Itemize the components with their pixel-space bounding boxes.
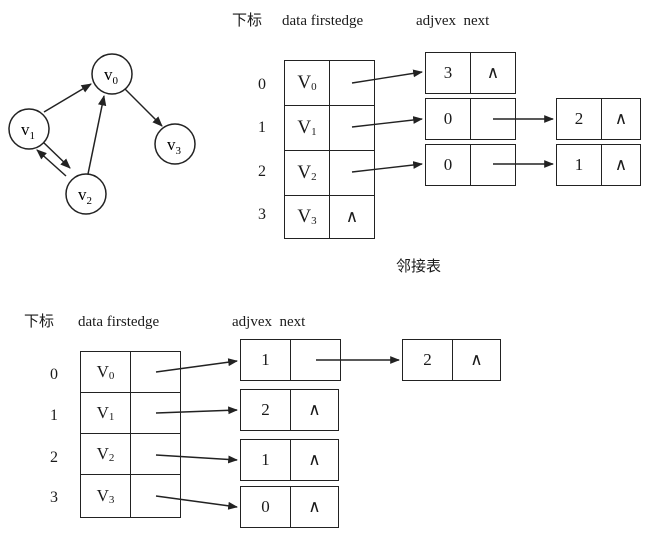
svg-text:v0: v0 [104, 65, 119, 87]
node-v1: v1 [8, 108, 50, 150]
svg-text:v2: v2 [78, 185, 92, 207]
adj-header-edge-fields: adjvex next [416, 13, 490, 29]
node-v3: v3 [154, 123, 196, 165]
edge-v1-v0 [43, 83, 92, 113]
adj-index-2: 2 [258, 163, 266, 180]
inv-edge-node-2-0-next: ∧ [290, 439, 339, 481]
adj-header-fields: data firstedge [282, 13, 364, 29]
adj-pointer-1 [351, 116, 423, 128]
adj-edge-node-2-1-adjvex: 1 [556, 144, 602, 186]
inv-index-3: 3 [50, 489, 58, 506]
inv-pointer-2 [155, 454, 238, 464]
adj-firstedge-1 [329, 105, 375, 151]
edge-v0-v3 [122, 86, 163, 127]
inv-index-1: 1 [50, 407, 58, 424]
adj-caption: 邻接表 [396, 259, 442, 275]
adj-firstedge-2 [329, 150, 375, 196]
adj-edge-node-2-0-adjvex: 0 [425, 144, 471, 186]
adj-pointer-0 [351, 69, 423, 84]
inv-firstedge-3 [130, 474, 181, 518]
edge-v2-v1 [36, 149, 67, 177]
edge-v1-v2 [42, 141, 71, 169]
adj-edge-node-2-1-next: ∧ [601, 144, 641, 186]
inv-pointer-0 [155, 358, 238, 373]
inv-edge-node-0-1-adjvex: 2 [402, 339, 453, 381]
inv-edge-node-1-0-next: ∧ [290, 389, 339, 431]
adj-edge-node-1-1-next: ∧ [601, 98, 641, 140]
adj-header-index: 下标 [232, 13, 263, 29]
inv-edge-node-3-0-adjvex: 0 [240, 486, 291, 528]
inv-pointer-3 [155, 495, 238, 510]
adj-index-1: 1 [258, 119, 266, 136]
inv-header-edge-fields: adjvex next [232, 314, 306, 330]
inv-header-index: 下标 [24, 314, 55, 330]
node-v2: v2 [65, 173, 107, 215]
adj-index-3: 3 [258, 206, 266, 223]
inv-edge-node-0-0-next [290, 339, 341, 381]
adj-edge-node-1-0-adjvex: 0 [425, 98, 471, 140]
inv-index-0: 0 [50, 366, 58, 383]
adj-firstedge-3: ∧ [329, 195, 375, 239]
adj-index-0: 0 [258, 76, 266, 93]
inv-header-fields: data firstedge [78, 314, 160, 330]
inv-index-2: 2 [50, 449, 58, 466]
svg-text:v3: v3 [167, 135, 182, 157]
inv-edge-node-3-0-next: ∧ [290, 486, 339, 528]
adj-edge-node-1-1-adjvex: 2 [556, 98, 602, 140]
inv-edge-node-2-0-adjvex: 1 [240, 439, 291, 481]
node-v0: v0 [91, 53, 133, 95]
adj-edge-node-0-0-adjvex: 3 [425, 52, 471, 94]
adj-pointer-2 [351, 161, 423, 173]
inv-edge-node-0-1-next: ∧ [452, 339, 501, 381]
edge-v2-v0 [87, 94, 107, 175]
inv-pointer-1 [155, 406, 238, 415]
svg-text:v1: v1 [21, 120, 35, 142]
adj-edge-node-2-0-next [470, 144, 516, 186]
adj-edge-node-0-0-next: ∧ [470, 52, 516, 94]
